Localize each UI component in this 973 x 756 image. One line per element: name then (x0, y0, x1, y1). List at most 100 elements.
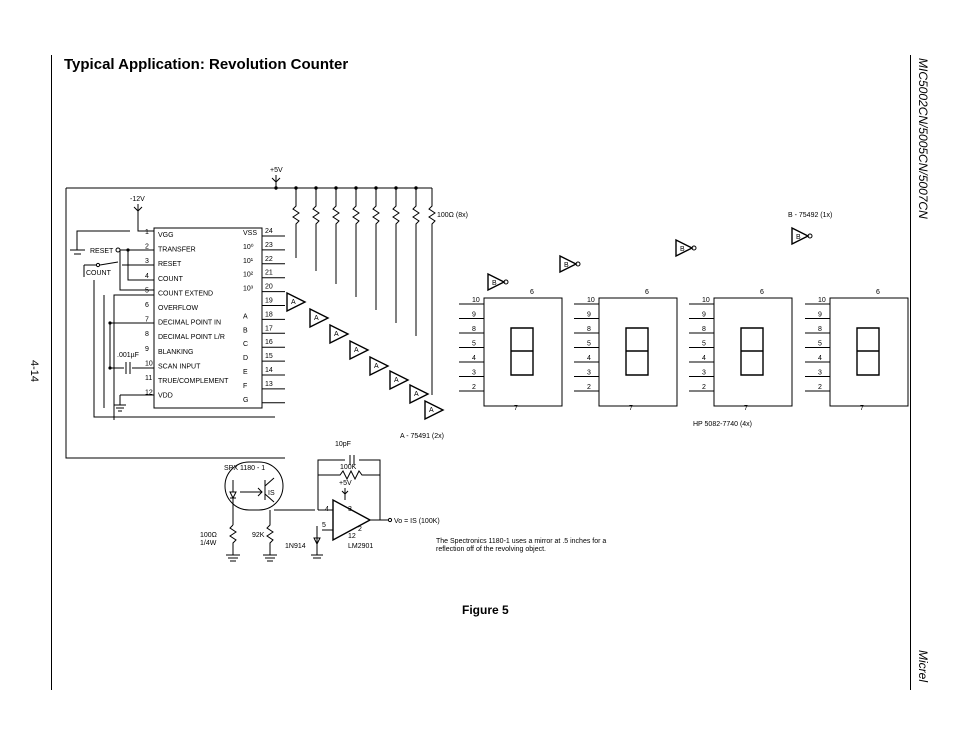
ic-pin-number: 5 (145, 287, 149, 294)
display-pin: 5 (472, 341, 476, 348)
svg-text:4: 4 (325, 506, 329, 513)
ic-pin-number: 9 (145, 346, 149, 353)
page-title: Typical Application: Revolution Counter (64, 56, 349, 73)
display-pin: 2 (472, 384, 476, 391)
ic-pin-number: 24 (265, 228, 273, 235)
left-rule (51, 55, 52, 690)
ic-pin-number: 17 (265, 325, 273, 332)
pullup-resistor (312, 188, 320, 271)
display-pin: 7 (860, 405, 864, 412)
display-pin: 8 (818, 326, 822, 333)
display-pin: 7 (629, 405, 633, 412)
ic-pin-number: 4 (145, 273, 149, 280)
driver-b-gate (487, 272, 506, 292)
gate-letter: A (414, 391, 419, 398)
display-pin: 3 (587, 370, 591, 377)
ic-pin-label: DECIMAL POINT L/R (158, 334, 225, 341)
scan-cap-label: .001µF (117, 352, 139, 359)
driver-a-gate (329, 323, 350, 345)
ic-pin-label: OVERFLOW (158, 305, 198, 312)
digit-display (713, 297, 793, 407)
display-pin: 5 (818, 341, 822, 348)
display-pin: 5 (587, 341, 591, 348)
ic-pin-function: E (243, 369, 248, 376)
opamp-label: LM2901 (348, 543, 373, 550)
ic-pin-label: DECIMAL POINT IN (158, 320, 221, 327)
display-pin: 8 (472, 326, 476, 333)
pullup-resistor (332, 188, 340, 284)
driver-a-gate (369, 355, 390, 377)
feedback-res-label: 100K (340, 464, 357, 471)
svg-text:12: 12 (348, 533, 356, 540)
driver-a-gate (424, 399, 445, 421)
display-pin: 2 (818, 384, 822, 391)
output-label: Vo = IS (100K) (394, 518, 440, 525)
display-pin: 9 (702, 312, 706, 319)
driver-a-label: A - 75491 (2x) (400, 433, 444, 440)
svg-text:3: 3 (348, 506, 352, 513)
pullup-resistor (292, 188, 300, 258)
segment-digit (856, 327, 880, 376)
display-part-label: HP 5082-7740 (4x) (693, 421, 752, 428)
display-pin: 4 (472, 355, 476, 362)
display-pin: 6 (645, 289, 649, 296)
optical-sensor (224, 461, 284, 511)
figure-caption: Figure 5 (462, 603, 509, 617)
display-pin: 4 (702, 355, 706, 362)
ic-pin-number: 20 (265, 284, 273, 291)
r1-label: 100Ω (200, 532, 217, 539)
driver-a-gate (349, 339, 370, 361)
driver-b-gate (675, 238, 694, 258)
driver-b-gate (559, 254, 578, 274)
gate-letter: A (374, 363, 379, 370)
display-pin: 10 (818, 297, 826, 304)
ic-pin-number: 13 (265, 381, 273, 388)
resistor-array-label: 100Ω (8x) (437, 212, 468, 219)
ic-pin-function: 10⁰ (243, 243, 254, 251)
display-pin: 8 (702, 326, 706, 333)
ic-pin-function: VSS (243, 230, 257, 237)
svg-text:5: 5 (322, 522, 326, 529)
segment-digit (510, 327, 534, 376)
ic-pin-number: 14 (265, 367, 273, 374)
gate-letter: A (394, 377, 399, 384)
feedback-cap-label: 10pF (335, 441, 351, 448)
display-pin: 6 (530, 289, 534, 296)
ic-pin-label: VDD (158, 393, 173, 400)
display-pin: 6 (876, 289, 880, 296)
ic-pin-label: COUNT (158, 276, 184, 283)
pullup-resistor (372, 188, 380, 310)
counter-ic (153, 227, 263, 409)
display-pin: 9 (818, 312, 822, 319)
display-pin: 3 (472, 370, 476, 377)
ic-pin-number: 11 (145, 375, 152, 382)
ic-pin-label: SCAN INPUT (158, 363, 201, 370)
driver-a-gate (409, 383, 430, 405)
r1-power-label: 1/4W (200, 540, 217, 547)
gate-letter: B (680, 246, 685, 253)
gate-letter: A (291, 299, 296, 306)
ic-pin-function: 10¹ (243, 258, 254, 265)
ic-pin-function: D (243, 355, 248, 362)
ic-pin-number: 2 (145, 244, 149, 251)
display-pin: 4 (818, 355, 822, 362)
display-pin: 10 (702, 297, 710, 304)
ic-pin-number: 6 (145, 302, 149, 309)
display-pin: 10 (472, 297, 480, 304)
ic-pin-number: 7 (145, 317, 149, 324)
gate-letter: A (354, 347, 359, 354)
opamp (332, 498, 372, 542)
pullup-resistor (352, 188, 360, 297)
digit-display (829, 297, 909, 407)
gate-letter: A (334, 331, 339, 338)
ic-pin-number: 8 (145, 331, 149, 338)
r2-label: 92K (252, 532, 265, 539)
pullup-resistor (392, 188, 400, 323)
ic-pin-function: 10² (243, 272, 254, 279)
digit-display (598, 297, 678, 407)
